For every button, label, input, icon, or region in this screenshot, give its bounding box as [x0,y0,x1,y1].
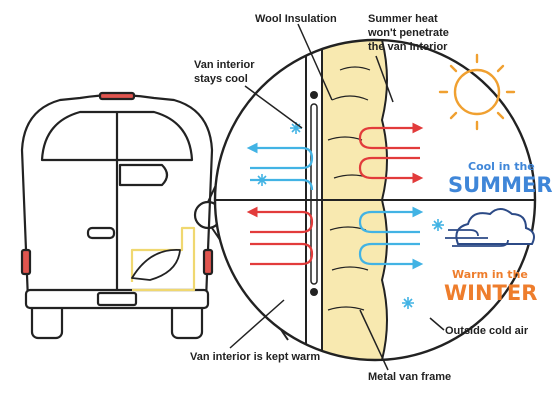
van-rear-view [20,91,223,340]
panel-screw-top [310,91,318,99]
panel-slot [310,103,318,285]
third-brake-light [98,91,136,101]
left-tail-light [20,248,32,276]
label-summer-heat-line2: won't penetrate [367,27,449,39]
panel-screw-bottom [310,288,318,296]
winter-caption-small: Warm in the [452,268,528,281]
magnified-wall-section [215,40,535,360]
label-interior-cool-line2: stays cool [194,73,248,85]
label-interior-cool-line1: Van interior [194,59,255,71]
label-metal-frame: Metal van frame [368,371,451,383]
pillow [131,249,181,281]
right-tail-light [202,248,214,276]
label-summer-heat-line3: the van interior [368,41,448,53]
winter-caption-big: WINTER [444,281,537,305]
sun-icon [438,53,516,131]
interior-shelf [118,163,169,187]
winter-cold-arrows [358,206,424,270]
label-interior-warm: Van interior is kept warm [190,351,320,363]
bed-platform [130,226,196,292]
label-wool-insulation: Wool Insulation [255,13,337,25]
leader-lines [229,23,445,371]
label-outside-cold: Outside cold air [445,325,529,337]
magnifier-circle [213,38,537,362]
summer-caption-big: SUMMER [448,173,553,197]
cloud-icon [455,208,535,245]
winter-warm-arrows [246,206,314,266]
wind-icon [445,229,509,247]
summer-heat-arrows [358,122,424,184]
label-summer-heat-line1: Summer heat [368,13,438,25]
license-plate [96,291,138,307]
summer-cool-arrows [246,142,314,191]
summer-caption-small: Cool in the [468,160,535,173]
door-handle [86,226,116,240]
